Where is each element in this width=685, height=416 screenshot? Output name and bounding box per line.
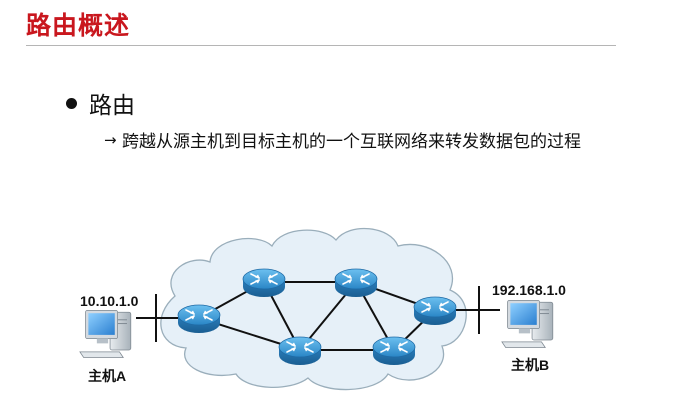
right-network-label: 192.168.1.0 bbox=[492, 282, 566, 298]
computer-icon bbox=[79, 309, 132, 358]
slide-title: 路由概述 bbox=[26, 11, 131, 40]
router-icon bbox=[177, 304, 221, 334]
host-a-label: 主机A bbox=[88, 368, 126, 384]
title-divider bbox=[26, 45, 616, 46]
router-icon bbox=[278, 336, 322, 366]
bullet-text: 路由 bbox=[89, 93, 135, 119]
arrow-icon: → bbox=[104, 131, 117, 149]
router-icon bbox=[334, 268, 378, 298]
router-icon bbox=[372, 336, 416, 366]
sub-bullet: → 跨越从源主机到目标主机的一个互联网络来转发数据包的过程 bbox=[104, 130, 584, 155]
bullet-item: 路由 bbox=[66, 86, 135, 120]
sub-bullet-text: 跨越从源主机到目标主机的一个互联网络来转发数据包的过程 bbox=[122, 132, 581, 152]
computer-icon bbox=[501, 299, 554, 348]
router-icon bbox=[413, 296, 457, 326]
host-b-label: 主机B bbox=[511, 357, 549, 373]
router-icon bbox=[242, 268, 286, 298]
bullet-dot-icon bbox=[66, 97, 77, 109]
left-network-label: 10.10.1.0 bbox=[80, 293, 139, 309]
